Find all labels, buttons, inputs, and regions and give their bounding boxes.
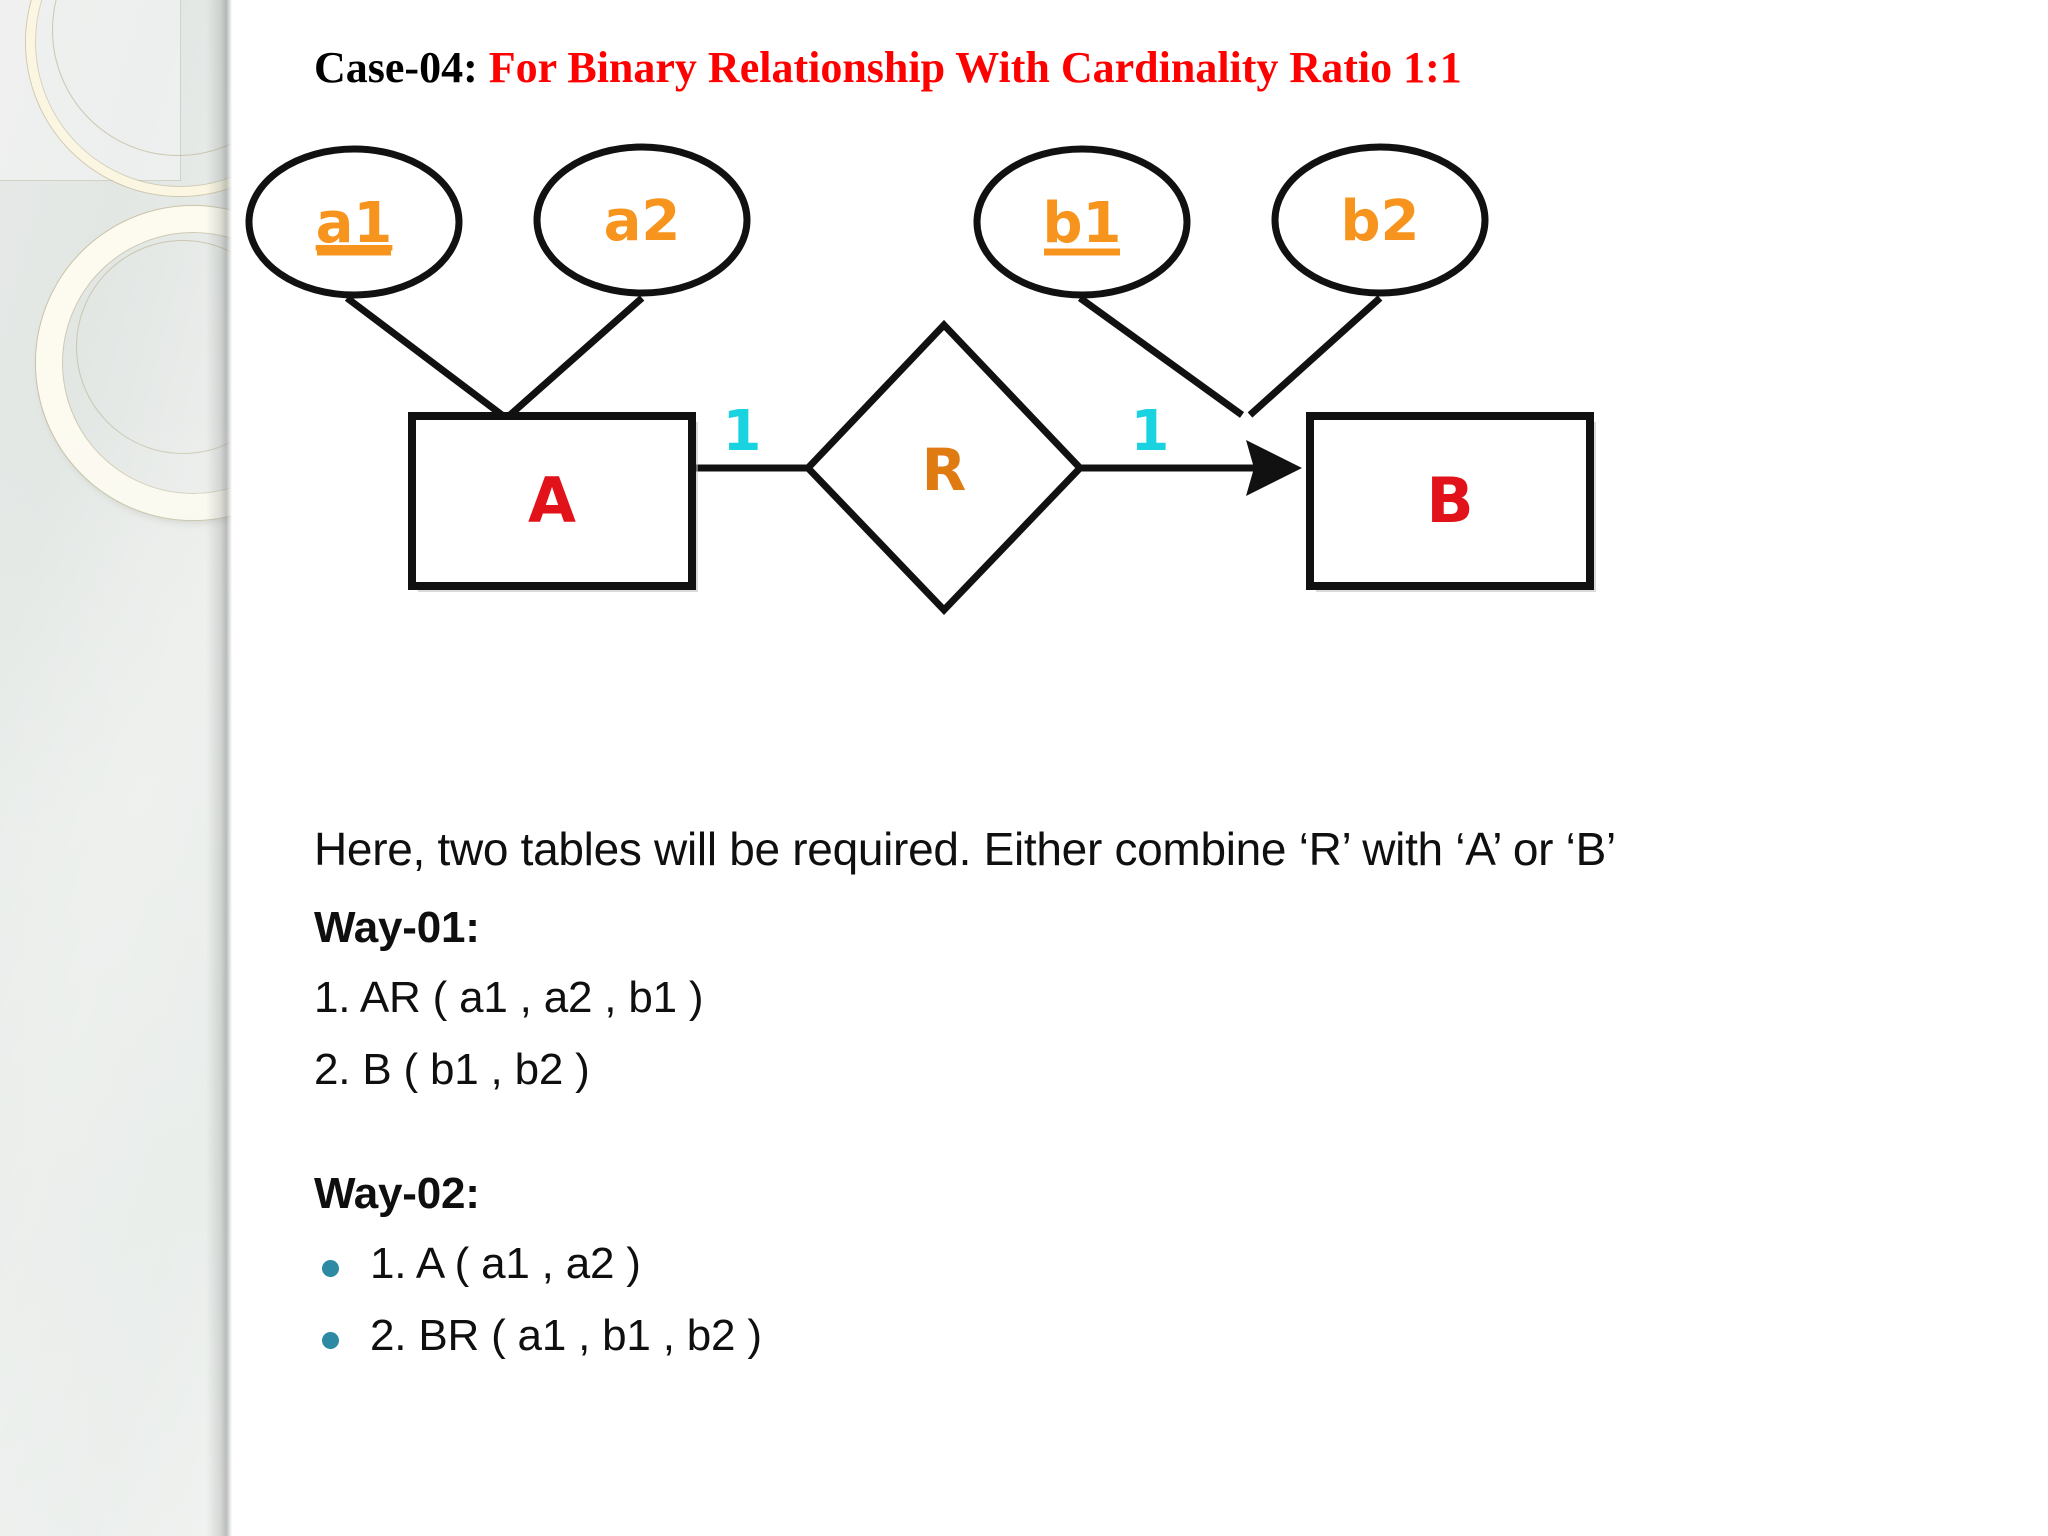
attribute-label-b2: b2	[1340, 189, 1419, 254]
cardinality-label-right: 1	[1131, 399, 1170, 464]
bullet-dot-icon	[322, 1260, 339, 1278]
attribute-label-a2: a2	[604, 189, 681, 254]
slide-content: Case-04: For Binary Relationship With Ca…	[232, 0, 2048, 1536]
list-item: 2. BR ( a1 , b1 , b2 )	[314, 1311, 1874, 1361]
way-02-item-2: 2. BR ( a1 , b1 , b2 )	[370, 1311, 762, 1361]
edge-b1-to-B	[1077, 295, 1245, 418]
way-01-item-2: 2. B ( b1 , b2 )	[314, 1045, 590, 1095]
attribute-label-b1: b1	[1042, 191, 1121, 256]
list-item: 1. A ( a1 , a2 )	[314, 1239, 1874, 1289]
attribute-ellipse-b1	[973, 145, 1191, 299]
entity-box-B	[1306, 412, 1594, 590]
relationship-label-R: R	[922, 436, 967, 504]
sidebar-gradient-wash	[0, 430, 232, 1536]
edge-a1-to-A	[344, 295, 505, 418]
attribute-label-a1: a1	[316, 191, 393, 256]
explanation-body: Here, two tables will be required. Eithe…	[314, 822, 1874, 1383]
title-case-label: Case-04:	[314, 43, 478, 92]
entity-label-A: A	[528, 464, 576, 537]
way-01-heading: Way-01:	[314, 903, 480, 953]
edge-b2-to-B	[1247, 295, 1383, 418]
intro-paragraph: Here, two tables will be required. Eithe…	[314, 823, 1616, 875]
attribute-ellipse-a2	[533, 143, 751, 297]
sidebar-edge-shadow	[206, 0, 232, 1536]
title-description: For Binary Relationship With Cardinality…	[488, 43, 1462, 92]
arrowhead-to-B	[1246, 440, 1302, 496]
edge-a2-to-A	[507, 295, 645, 418]
way-01-item-1: 1. AR ( a1 , a2 , b1 )	[314, 973, 704, 1023]
way-02-list: 1. A ( a1 , a2 ) 2. BR ( a1 , b1 , b2 )	[314, 1239, 1874, 1361]
er-diagram: a1 a2 b1 b2 A B R 1 1	[232, 140, 2048, 800]
cardinality-label-left: 1	[723, 399, 762, 464]
page-title: Case-04: For Binary Relationship With Ca…	[314, 43, 1462, 92]
entity-label-B: B	[1426, 464, 1473, 537]
attribute-ellipse-a1	[245, 145, 463, 299]
way-02-heading: Way-02:	[314, 1169, 480, 1219]
attribute-ellipse-b2	[1271, 143, 1489, 297]
entity-box-A	[408, 412, 696, 590]
bullet-dot-icon	[322, 1332, 339, 1350]
section-spacer	[314, 1117, 1874, 1169]
relationship-diamond-R	[803, 319, 1085, 616]
way-02-item-1: 1. A ( a1 , a2 )	[370, 1239, 641, 1289]
decorative-sidebar	[0, 0, 232, 1536]
